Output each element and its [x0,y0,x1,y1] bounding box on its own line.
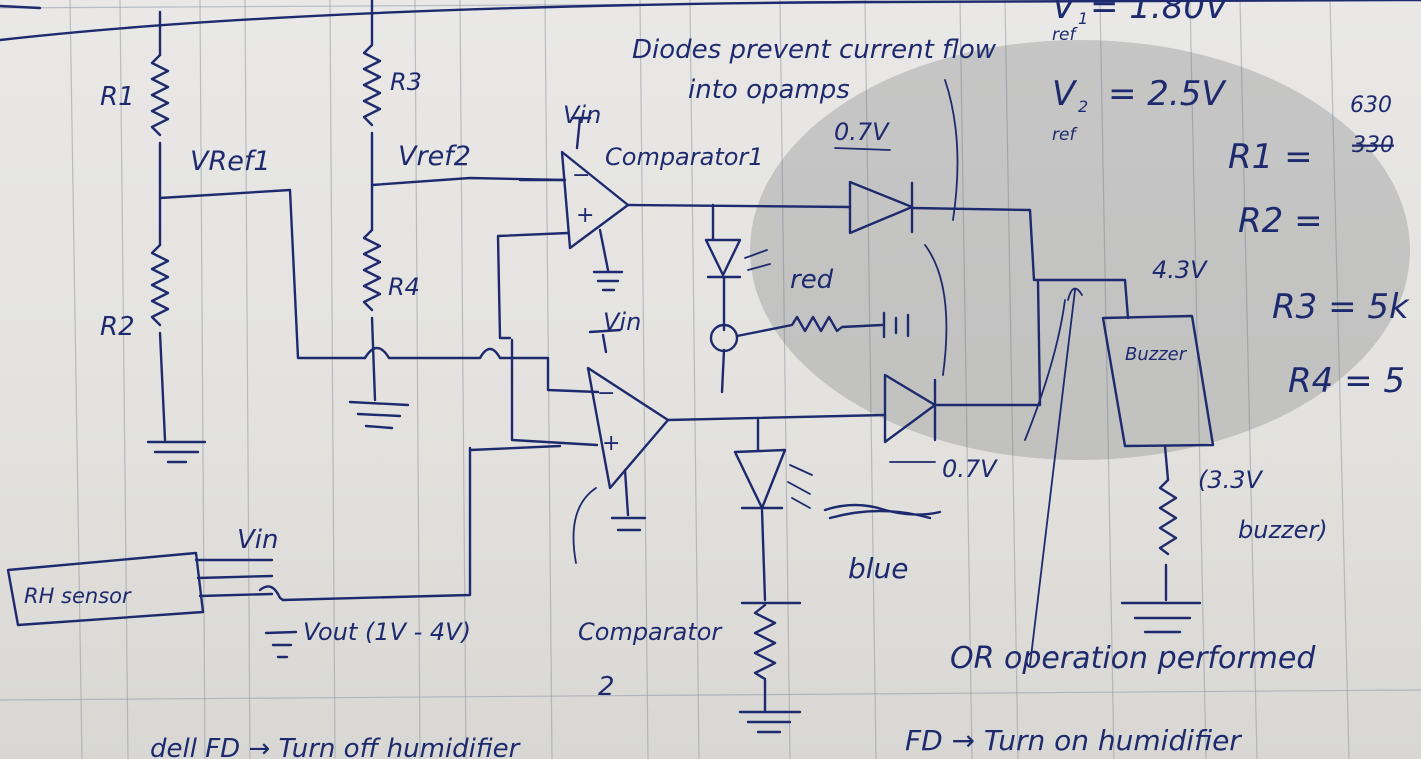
note-bottom-right: FD → Turn on humidifier [905,724,1242,757]
resistor-buzzer [1158,478,1178,556]
label-comparator2: Comparator [578,618,723,646]
label-red-led: red [790,265,834,295]
resistor-led-blue [753,603,777,681]
comparator-2-opamp [281,328,670,602]
arrow-drop-top [834,147,891,151]
led-blue [733,448,787,510]
label-blue-led: blue [848,552,909,585]
divider-r1-r2 [146,10,367,464]
label-vref1: VRef1 [190,146,271,177]
label-c2-plus: + [602,431,620,456]
buzzer-block [1101,314,1215,634]
note-v2-ref: V [1052,74,1078,114]
note-r2: R2 = [1238,201,1323,241]
label-c1-minus: − [572,163,590,188]
corner-line [0,4,42,10]
note-r4: R4 = 5 [1288,361,1405,401]
c1-output-branch [626,180,1130,394]
note-r1-crossed: 330 [1352,133,1394,158]
resistor-r3 [362,43,382,127]
label-r4: R4 [388,273,420,301]
label-c2-minus: − [597,381,615,406]
led-red [704,238,742,277]
label-buzzer-voltage: 4.3V [1152,256,1208,284]
label-r3: R3 [390,68,422,96]
label-drop-bottom: 0.7V [942,455,998,483]
arrow-or-top [924,244,948,376]
comparator-1-opamp [496,116,630,340]
note-v1-ref: V [1052,0,1078,27]
resistor-led [735,315,884,338]
note-v2-ref-sup: 2 [1078,97,1088,116]
resistor-r4 [362,228,382,312]
label-buzzer-spec: (3.3V [1198,466,1264,494]
note-v1-ref-sub: ref [1052,25,1078,45]
label-drop-top: 0.7V [834,118,890,146]
label-vref2: Vref2 [398,141,471,172]
ground-symbol-r4 [348,400,410,407]
c2-output-branch [666,280,1042,734]
note-or: OR operation performed [950,641,1316,676]
label-r2: R2 [100,312,135,342]
rh-sensor [6,551,298,659]
note-v1-ref-sup: 1 [1078,9,1088,28]
note-diodes-2: into opamps [688,75,850,105]
note-v2-ref-sub: ref [1052,125,1078,145]
label-comparator1: Comparator1 [605,143,764,171]
diode-1 [848,180,914,235]
note-v1-ref-value: = 1.80V [1090,0,1231,27]
label-buzzer: Buzzer [1125,344,1188,365]
top-border-line [0,0,1421,42]
label-buzzer-spec2: buzzer) [1238,516,1328,544]
label-c1-plus: + [576,203,594,228]
label-vin-sensor: Vin [237,525,279,555]
note-bottom-left: dell FD → Turn off humidifier [150,734,522,759]
arrow-or-line [1029,289,1076,666]
note-diodes-1: Diodes prevent current flow [632,35,997,65]
label-vin-mid: Vin [603,308,641,336]
note-r1: R1 = [1228,137,1313,177]
label-r1: R1 [100,82,135,112]
scribble [823,503,942,520]
diode-2 [883,373,937,444]
note-v2-ref-value: = 2.5V [1108,74,1227,114]
label-sensor: RH sensor [24,584,132,608]
resistor-r2 [150,243,170,327]
label-comparator2-num: 2 [598,672,615,702]
buzzer-box [1101,314,1215,448]
photo-shadow [750,40,1410,460]
divider-r3-r4 [348,0,600,430]
resistor-r1 [150,53,170,137]
note-r3: R3 = 5k [1272,287,1410,327]
label-vout: Vout (1V - 4V) [303,618,471,646]
vin-rail-c1 [575,116,582,150]
arrow-diode-note [944,79,959,221]
label-vin-top: Vin [563,101,601,129]
arrow-c2-label [572,487,597,564]
note-r1-value: 630 [1350,93,1392,118]
